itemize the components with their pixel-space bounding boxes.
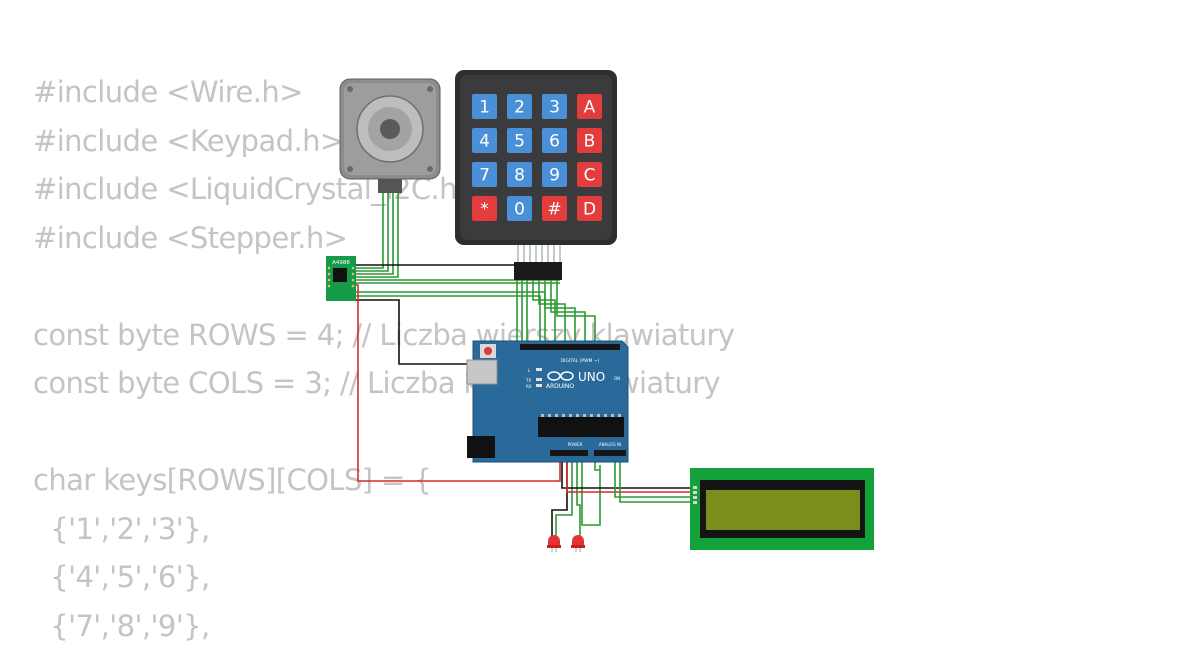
keypad-key[interactable]: 5 xyxy=(507,128,532,153)
keypad-key[interactable]: 9 xyxy=(542,162,567,187)
keypad-key[interactable]: 8 xyxy=(507,162,532,187)
keypad-key-label: 2 xyxy=(514,98,525,118)
keypad-header[interactable] xyxy=(514,262,562,280)
a4988-driver[interactable]: A4988 xyxy=(326,256,356,301)
arduino-brand: ARDUINO xyxy=(546,383,575,390)
keypad-ribbon xyxy=(518,245,560,262)
keypad-key[interactable]: 3 xyxy=(542,94,567,119)
wire-dir[interactable] xyxy=(356,296,540,346)
arduino-uno[interactable]: DIGITAL (PWM ~) UNO ARDUINO ON L TX RX P… xyxy=(467,341,628,462)
keypad-key-label: C xyxy=(584,166,596,186)
wire-lcd-scl[interactable] xyxy=(620,455,695,502)
analog-header xyxy=(594,450,626,456)
keypad-key[interactable]: 2 xyxy=(507,94,532,119)
wire-led-green-1[interactable] xyxy=(556,455,572,537)
keypad-key-label: * xyxy=(480,200,489,220)
keypad-key-label: 4 xyxy=(479,132,490,152)
analog-label: ANALOG IN xyxy=(599,442,621,447)
keypad-key-label: 6 xyxy=(549,132,560,152)
keypad-key[interactable]: D xyxy=(577,196,602,221)
red-led-2[interactable] xyxy=(571,535,585,552)
atmega-chip xyxy=(538,417,624,437)
keypad-key-label: 7 xyxy=(479,166,490,186)
keypad-key[interactable]: 1 xyxy=(472,94,497,119)
keypad-key-label: 9 xyxy=(549,166,560,186)
stepper-motor[interactable] xyxy=(340,79,440,193)
keypad-key[interactable]: B xyxy=(577,128,602,153)
keypad-key[interactable]: * xyxy=(472,196,497,221)
lcd-screen xyxy=(706,490,860,530)
power-jack xyxy=(467,436,495,458)
wire-led-green-3[interactable] xyxy=(582,455,600,525)
wire-black-gnd[interactable] xyxy=(356,300,475,364)
led-label-tx: TX xyxy=(525,378,531,383)
arduino-model: UNO xyxy=(578,370,605,384)
digital-label: DIGITAL (PWM ~) xyxy=(561,358,600,364)
usb-port xyxy=(467,360,497,384)
wire-kp-7[interactable] xyxy=(551,280,585,346)
keypad-key[interactable]: 0 xyxy=(507,196,532,221)
wire-kp-6[interactable] xyxy=(545,280,575,346)
keypad-key-label: 0 xyxy=(514,200,525,220)
keypad-key[interactable]: A xyxy=(577,94,602,119)
keypad-key-label: 8 xyxy=(514,166,525,186)
wire-kp-5[interactable] xyxy=(539,280,565,346)
wire-led-green-2[interactable] xyxy=(577,455,580,537)
keypad-key[interactable]: C xyxy=(577,162,602,187)
on-label: ON xyxy=(614,376,620,381)
keypad-key-label: 3 xyxy=(549,98,560,118)
wire-lcd-red[interactable] xyxy=(567,458,695,492)
keypad-key-label: D xyxy=(583,200,596,220)
keypad-key[interactable]: 4 xyxy=(472,128,497,153)
power-label: POWER xyxy=(568,442,583,447)
keypad-key-label: 1 xyxy=(479,98,490,118)
keypad-key-label: 5 xyxy=(514,132,525,152)
power-header xyxy=(550,450,588,456)
driver-label: A4988 xyxy=(332,260,350,266)
digital-header xyxy=(520,344,620,350)
wire-stepper-1[interactable] xyxy=(356,192,383,268)
keypad-key[interactable]: # xyxy=(542,196,567,221)
led-label-rx: RX xyxy=(526,384,532,389)
keypad-key[interactable]: 6 xyxy=(542,128,567,153)
keypad-key-label: B xyxy=(584,132,596,152)
wire-kp-8[interactable] xyxy=(557,280,595,346)
keypad-key-label: # xyxy=(547,200,561,220)
keypad-key[interactable]: 7 xyxy=(472,162,497,187)
red-led-1[interactable] xyxy=(547,535,561,552)
keypad[interactable]: 1 2 3 A 4 5 6 B 7 8 9 C * 0 # D xyxy=(455,70,617,280)
keypad-key-label: A xyxy=(584,98,596,118)
lcd-display[interactable] xyxy=(690,468,874,550)
